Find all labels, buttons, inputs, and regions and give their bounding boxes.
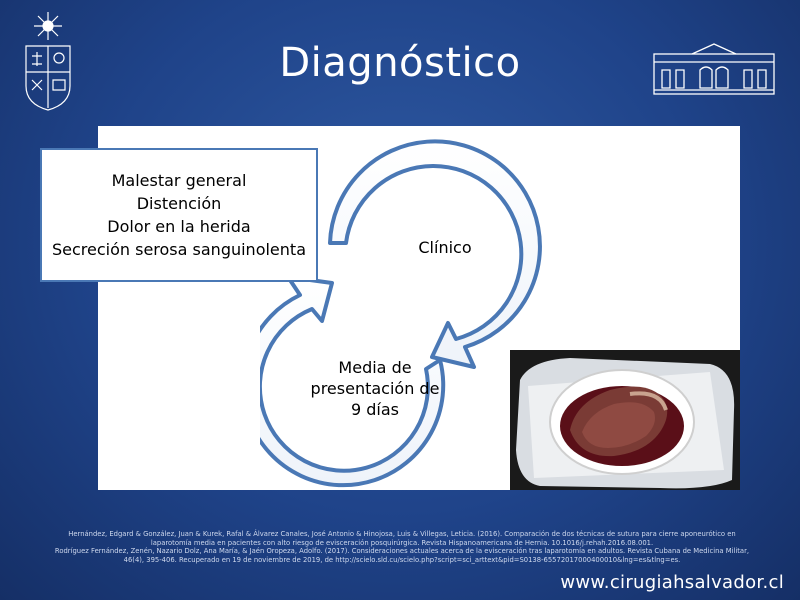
symptom-item: Distención [136,194,222,213]
hospital-building-logo [653,43,775,95]
university-crest-logo [25,12,71,111]
symptom-item: Secreción serosa sanguinolenta [51,240,306,259]
cycle-arrows-diagram [260,139,542,488]
cycle-label-clinico: Clínico [418,238,472,257]
symptom-item: Malestar general [111,171,247,190]
symptom-item: Dolor en la herida [107,217,251,236]
cycle-label-media: Media de presentación de 9 días [310,358,440,419]
upper-cycle-arrow [328,139,542,369]
website-url: www.cirugiahsalvador.cl [560,572,784,593]
reference-item: Rodríguez Fernández, Zenén, Nazario Dolz… [54,547,750,564]
slide-title: Diagnóstico [279,40,521,86]
references: Hernández, Edgard & González, Juan & Kur… [52,530,752,564]
reference-item: Hernández, Edgard & González, Juan & Kur… [68,530,736,547]
meat-dish-photo [510,350,740,490]
symptoms-box: Malestar general Distención Dolor en la … [40,148,318,282]
lower-cycle-arrow [260,275,446,488]
